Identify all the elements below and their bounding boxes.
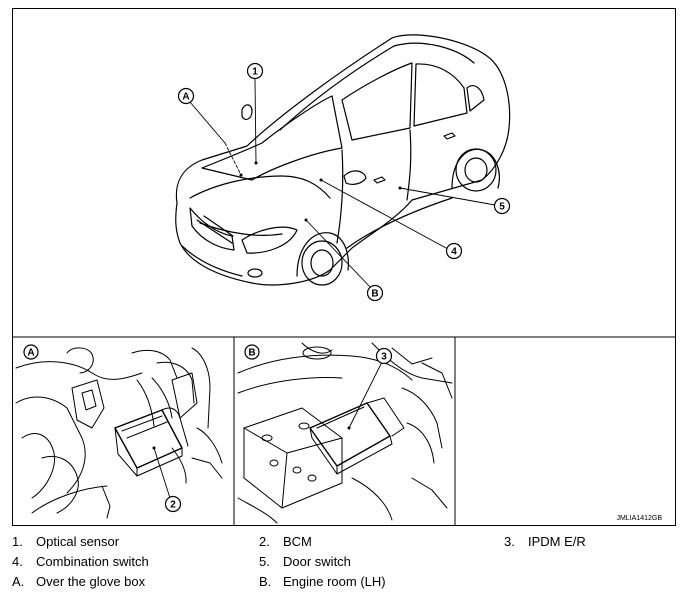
svg-text:1: 1 <box>252 67 258 78</box>
vehicle-illustration <box>175 34 511 286</box>
detail-A-label: A <box>23 344 39 360</box>
component-location-figure: 1 A 5 4 B <box>12 8 676 526</box>
legend-label: Optical sensor <box>36 534 120 549</box>
callout-2: 2 <box>164 495 182 513</box>
legend-item-3: 3.IPDM E/R <box>504 534 586 549</box>
svg-text:4: 4 <box>451 247 457 258</box>
detail-B-illustration <box>237 342 453 524</box>
callout-4: 4 <box>445 242 463 260</box>
callout-B: B <box>366 284 384 302</box>
svg-text:B: B <box>371 289 378 300</box>
legend-label: IPDM E/R <box>528 534 586 549</box>
legend: 1.Optical sensor 2.BCM 3.IPDM E/R 4.Comb… <box>12 532 676 596</box>
svg-text:A: A <box>182 92 189 103</box>
figure-code: JMLIA1412GB <box>616 515 662 522</box>
legend-item-4: 4.Combination switch <box>12 554 149 569</box>
svg-text:3: 3 <box>381 352 387 363</box>
legend-item-2: 2.BCM <box>259 534 312 549</box>
legend-label: Over the glove box <box>36 574 146 589</box>
legend-item-5: 5.Door switch <box>259 554 351 569</box>
legend-label: Door switch <box>283 554 351 569</box>
svg-text:A: A <box>27 348 34 359</box>
legend-label: BCM <box>283 534 312 549</box>
legend-label: Combination switch <box>36 554 149 569</box>
detail-B-leader <box>347 361 383 430</box>
legend-item-A: A.Over the glove box <box>12 574 146 589</box>
legend-item-B: B.Engine room (LH) <box>259 574 386 589</box>
svg-text:5: 5 <box>499 202 505 213</box>
legend-item-1: 1.Optical sensor <box>12 534 120 549</box>
svg-text:2: 2 <box>170 500 176 511</box>
callout-3: 3 <box>375 347 393 365</box>
figure-frame <box>12 8 676 526</box>
svg-text:B: B <box>248 348 255 359</box>
detail-A-leader <box>152 446 171 499</box>
callout-1: 1 <box>246 62 264 80</box>
callout-5: 5 <box>493 197 511 215</box>
overview-leaders <box>189 78 496 290</box>
legend-label: Engine room (LH) <box>283 574 386 589</box>
detail-B-label: B <box>244 344 260 360</box>
detail-A-illustration <box>15 347 223 519</box>
callout-A: A <box>177 87 195 105</box>
